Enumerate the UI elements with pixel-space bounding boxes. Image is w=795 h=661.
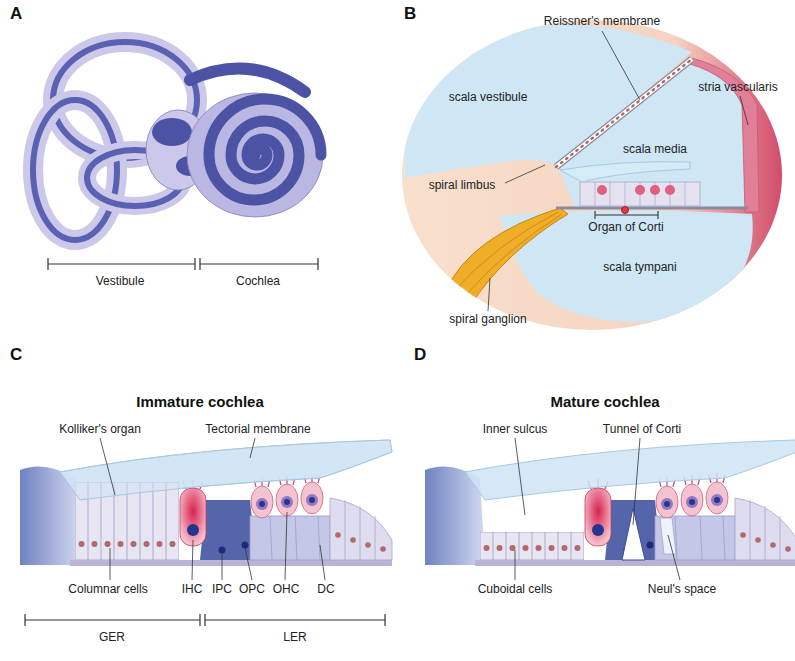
hair-cell <box>650 185 660 195</box>
organ-section <box>20 440 392 566</box>
basilar-membrane <box>556 207 748 210</box>
part-label: spiral limbus <box>429 179 496 192</box>
panel-letter: C <box>10 346 22 365</box>
utricle <box>152 118 192 146</box>
cochlear-duct-link <box>190 68 305 92</box>
section-oval <box>402 20 782 330</box>
region-label: LER <box>283 631 306 644</box>
part-label: Tectorial membrane <box>205 423 310 436</box>
cell-label: OHC <box>273 583 300 596</box>
region-label: Vestibule <box>96 275 145 288</box>
hair-cell <box>635 185 645 195</box>
section-inner <box>405 25 759 322</box>
tectorial-small <box>560 162 690 182</box>
part-label: Columnar cells <box>68 583 147 596</box>
panel-letter: A <box>10 5 22 24</box>
reissner-core <box>556 59 692 167</box>
reissner-line <box>556 59 692 167</box>
part-label: spiral ganglion <box>449 313 526 326</box>
cell-label: IHC <box>182 583 203 596</box>
cochlea-spiral <box>209 99 321 200</box>
panel-letter: B <box>404 5 416 24</box>
organ-bracket <box>595 211 658 219</box>
posterior-duct <box>33 100 117 240</box>
part-label: stria vascularis <box>698 81 777 94</box>
part-label: Kolliker's organ <box>59 423 141 436</box>
part-label: Cuboidal cells <box>478 583 553 596</box>
cochlea-section <box>402 20 782 330</box>
immature-organ <box>20 438 392 626</box>
cell-label: IPC <box>212 583 232 596</box>
part-label: Neul's space <box>648 583 716 596</box>
organ-cells <box>580 182 700 206</box>
region-label: GER <box>99 631 125 644</box>
panel-title: Immature cochlea <box>136 394 264 411</box>
part-label: Inner sulcus <box>483 423 548 436</box>
spiral-vessel <box>622 207 629 214</box>
region-bracket <box>25 614 385 626</box>
reissner-nuclei <box>556 59 692 167</box>
leader-lines <box>515 438 680 580</box>
organ-cell-walls <box>595 182 685 206</box>
region-label: scala media <box>623 143 687 156</box>
hair-cell <box>597 185 607 195</box>
region-label: Cochlea <box>236 275 280 288</box>
cell-label: OPC <box>239 583 265 596</box>
leader-lines <box>488 31 748 311</box>
panel-letter: D <box>414 346 426 365</box>
ganglion-shape <box>445 208 568 306</box>
ganglion-fibres <box>455 212 562 296</box>
region-label: scala vestibule <box>449 91 528 104</box>
organ-section <box>425 440 795 566</box>
region-label: scala tympani <box>603 261 676 274</box>
posterior-canal <box>33 100 117 240</box>
mature-organ <box>425 438 795 580</box>
leader-lines <box>100 438 325 580</box>
panel-title: Mature cochlea <box>550 394 659 411</box>
cochlea-shell <box>187 93 323 217</box>
hair-cell <box>665 185 675 195</box>
cuboidal-cells <box>480 532 584 560</box>
region-bracket <box>48 258 318 270</box>
cell-label: DC <box>317 583 334 596</box>
part-label: Reissner's membrane <box>544 15 660 28</box>
part-label: Tunnel of Corti <box>603 423 681 436</box>
inner-ear <box>33 42 323 270</box>
tectorial-overlay <box>60 440 392 500</box>
part-label: Organ of Corti <box>588 221 663 234</box>
